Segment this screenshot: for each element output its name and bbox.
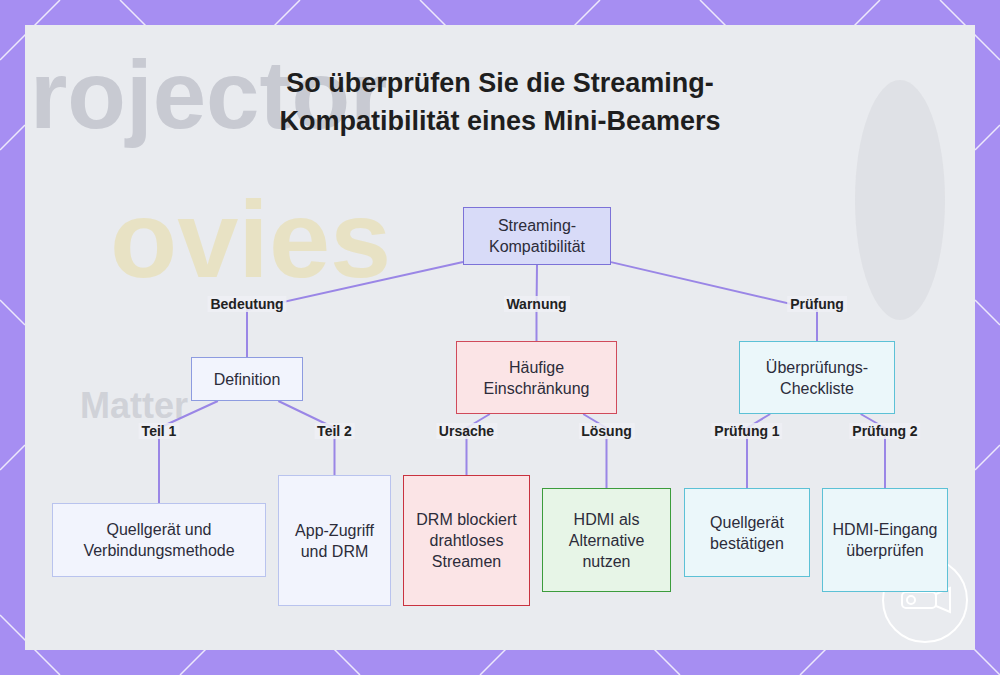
edge-label: Prüfung: [787, 296, 847, 312]
node-text: Häufige Einschränkung: [465, 357, 608, 399]
solution-box: HDMI als Alternative nutzen: [542, 488, 671, 592]
edge-label: Prüfung 1: [711, 423, 782, 439]
leaf-box: Quellgerät und Verbindungsmethode: [52, 503, 266, 577]
check-leaf-box: Quellgerät bestätigen: [684, 488, 810, 577]
cause-box: DRM blockiert drahtloses Streamen: [403, 475, 530, 606]
node-text: App-Zugriff und DRM: [287, 520, 382, 562]
node-text: DRM blockiert drahtloses Streamen: [412, 509, 521, 572]
watermark-word: Matter: [80, 385, 188, 427]
connector-line: [611, 262, 817, 341]
node-text: Quellgerät und Verbindungsmethode: [61, 519, 257, 561]
edge-label: Ursache: [436, 423, 497, 439]
node-text: Definition: [214, 369, 281, 390]
branch-box: Definition: [191, 357, 303, 401]
node-text: Streaming-Kompatibilität: [472, 215, 602, 257]
edge-label: Warnung: [503, 296, 569, 312]
photo-shade: [25, 25, 975, 650]
check-box: Überprüfungs-Checkliste: [739, 341, 895, 414]
node-text: Quellgerät bestätigen: [693, 512, 801, 554]
edge-label: Teil 2: [314, 423, 355, 439]
node-text: HDMI-Eingang überprüfen: [831, 519, 939, 561]
warning-box: Häufige Einschränkung: [456, 341, 617, 414]
check-leaf-box: HDMI-Eingang überprüfen: [822, 488, 948, 592]
edge-label: Prüfung 2: [849, 423, 920, 439]
connector-line: [159, 401, 218, 503]
edge-label: Bedeutung: [207, 296, 286, 312]
watermark-word: ovies: [110, 175, 391, 302]
node-text: HDMI als Alternative nutzen: [551, 509, 662, 572]
leaf-box: App-Zugriff und DRM: [278, 475, 391, 606]
edge-label: Teil 1: [139, 423, 180, 439]
diagram-title: So überprüfen Sie die Streaming-Kompatib…: [200, 64, 800, 140]
edge-label: Lösung: [578, 423, 635, 439]
faded-figure: [855, 80, 945, 320]
inner-panel: [25, 25, 975, 650]
node-text: Überprüfungs-Checkliste: [748, 357, 886, 399]
root-box: Streaming-Kompatibilität: [463, 207, 611, 265]
